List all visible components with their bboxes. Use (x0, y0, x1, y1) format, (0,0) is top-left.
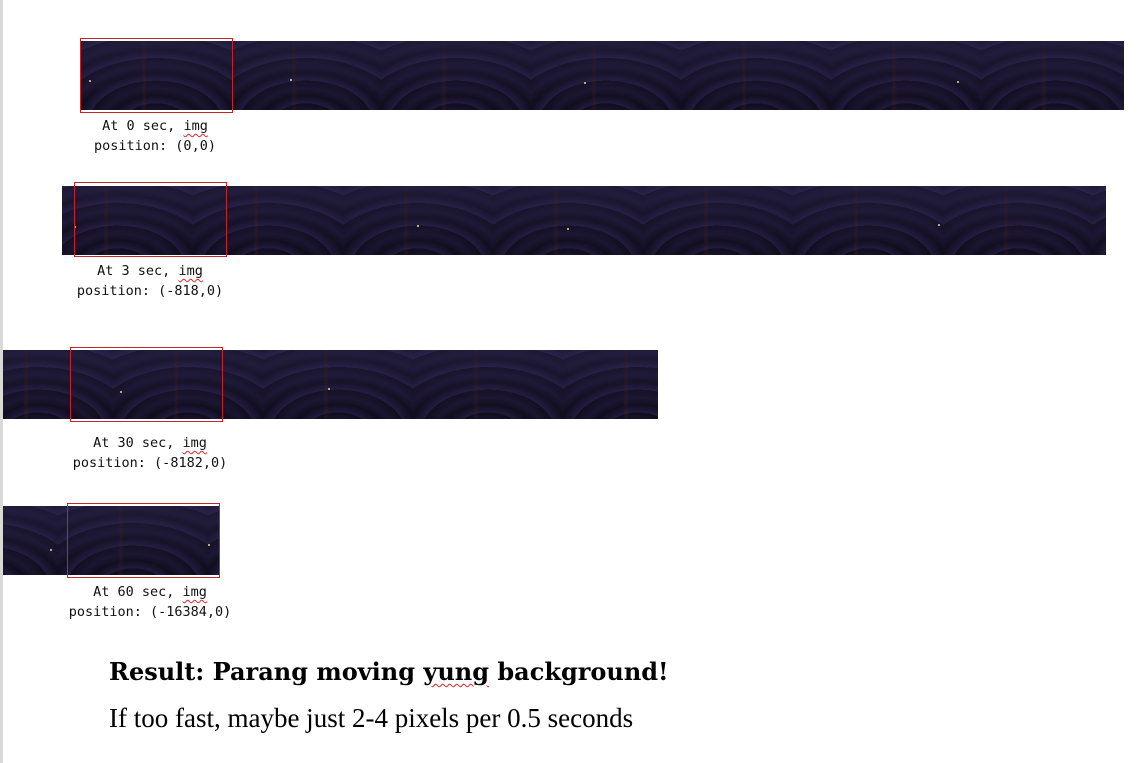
star-dot (290, 79, 292, 81)
star-dot (208, 544, 210, 546)
spellcheck-word: yung (423, 657, 490, 686)
speed-note: If too fast, maybe just 2-4 pixels per 0… (109, 703, 634, 733)
caption-time-line: At 0 sec, img (102, 118, 208, 134)
star-dot (50, 549, 52, 551)
star-dot (417, 225, 419, 227)
star-dot (567, 228, 569, 230)
caption-position-line: position: (-16384,0) (68, 604, 232, 620)
star-dot (328, 388, 330, 390)
star-dot (584, 82, 586, 84)
background-strip-3-sec (62, 186, 1106, 255)
background-strip-30-sec (3, 350, 658, 419)
caption-60-sec: At 60 sec, img position: (-16384,0) (45, 582, 255, 622)
caption-time-line: At 3 sec, img (97, 263, 203, 279)
caption-position-line: position: (0,0) (94, 138, 216, 154)
spellcheck-word: img (178, 263, 203, 279)
spellcheck-word: img (182, 435, 207, 451)
caption-30-sec: At 30 sec, img position: (-8182,0) (50, 433, 250, 473)
background-strip-0-sec (81, 41, 1124, 110)
caption-position-line: position: (-8182,0) (72, 455, 228, 471)
star-dot (120, 391, 122, 393)
caption-position-line: position: (-818,0) (76, 283, 224, 299)
caption-3-sec: At 3 sec, img position: (-818,0) (55, 261, 245, 301)
result-heading: Result: Parang moving yung background! (109, 657, 669, 686)
star-dot (89, 80, 91, 82)
caption-time-line: At 30 sec, img (93, 435, 207, 451)
page-margin-rule (0, 0, 3, 763)
star-dot (74, 226, 76, 228)
spellcheck-word: img (182, 584, 207, 600)
star-dot (957, 81, 959, 83)
spellcheck-word: img (183, 118, 208, 134)
star-dot (938, 224, 940, 226)
caption-time-line: At 60 sec, img (93, 584, 207, 600)
caption-0-sec: At 0 sec, img position: (0,0) (70, 116, 240, 156)
background-strip-60-sec (3, 506, 220, 575)
